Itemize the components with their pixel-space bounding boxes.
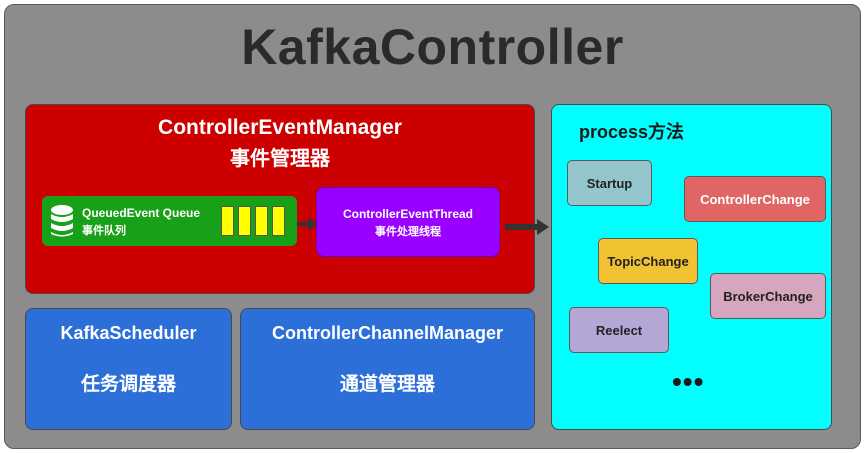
channel-manager-subtitle: 通道管理器 — [339, 374, 435, 395]
queue-item — [238, 206, 251, 236]
queue-sublabel: 事件队列 — [82, 225, 126, 237]
event-controller-change: ControllerChange — [684, 176, 826, 222]
thread-sublabel: 事件处理线程 — [375, 226, 441, 238]
arrow-right-icon — [297, 217, 317, 231]
more-events-ellipsis: ••• — [672, 366, 705, 397]
thread-label: ControllerEventThread — [342, 207, 474, 221]
queued-event-queue-box — [42, 196, 297, 246]
arrow-right-icon — [505, 219, 549, 235]
event-manager-subtitle: 事件管理器 — [230, 148, 330, 170]
event-topic-change: TopicChange — [598, 238, 698, 284]
database-icon — [51, 205, 73, 237]
event-startup: Startup — [567, 160, 652, 206]
diagram-title: KafkaController — [241, 19, 624, 75]
controller-channel-manager-box — [240, 308, 535, 430]
queue-label: QueuedEvent Queue — [82, 206, 201, 220]
event-reelect: Reelect — [569, 307, 669, 353]
channel-manager-title: ControllerChannelManager — [271, 323, 504, 343]
event-manager-title: ControllerEventManager — [158, 116, 402, 139]
queue-item — [272, 206, 285, 236]
queue-item — [221, 206, 234, 236]
event-broker-change: BrokerChange — [710, 273, 826, 319]
queue-item — [255, 206, 268, 236]
scheduler-title: KafkaScheduler — [60, 323, 197, 343]
controller-event-thread-box — [316, 187, 500, 257]
scheduler-subtitle: 任务调度器 — [80, 374, 176, 395]
process-title: process方法 — [578, 122, 685, 142]
kafka-scheduler-box — [25, 308, 232, 430]
